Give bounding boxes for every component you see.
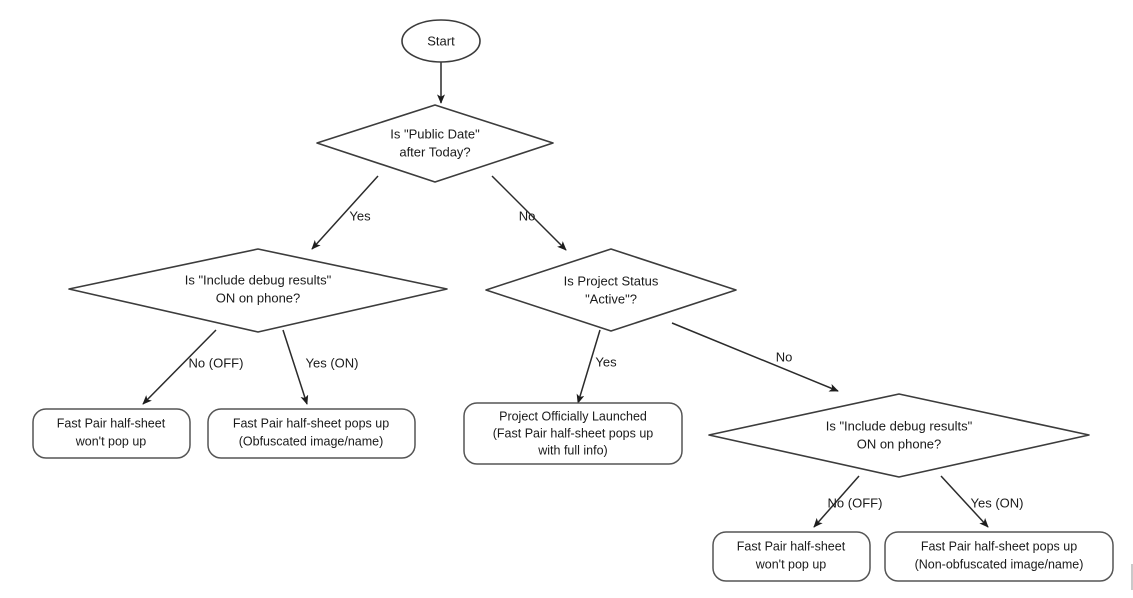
right-off-result-box: [712, 531, 871, 582]
edge-debug-right-on: [940, 475, 989, 528]
launched-result-line2: (Fast Pair half-sheet pops up: [493, 426, 654, 440]
left-on-result-line1: Fast Pair half-sheet pops up: [233, 416, 389, 430]
debug-left-diamond: [68, 248, 448, 333]
left-on-result-line2: (Obfuscated image/name): [239, 434, 384, 448]
debug-right-label-line2: ON on phone?: [857, 436, 942, 451]
node-left-on-result[interactable]: Fast Pair half-sheet pops up (Obfuscated…: [207, 408, 416, 459]
debug-right-label-line1: Is "Include debug results": [826, 418, 973, 433]
right-off-result-line2: won't pop up: [755, 557, 827, 571]
public-date-diamond: [316, 104, 554, 183]
edge-label-debug-right-off: No (OFF): [828, 495, 883, 510]
left-off-result-box: [32, 408, 191, 459]
edge-debug-left-off: [142, 329, 217, 405]
edge-project-status-no: [671, 322, 839, 392]
right-on-result-line2: (Non-obfuscated image/name): [915, 557, 1084, 571]
right-on-result-box: [884, 531, 1114, 582]
edge-labels-layer: Yes No No (OFF) Yes (ON) Yes No No (OFF)…: [189, 208, 1024, 510]
right-on-result-line1: Fast Pair half-sheet pops up: [921, 539, 1077, 553]
edge-label-debug-left-on: Yes (ON): [306, 355, 359, 370]
edge-label-project-status-no: No: [776, 349, 793, 364]
node-right-off-result[interactable]: Fast Pair half-sheet won't pop up: [712, 531, 871, 582]
node-public-date-decision[interactable]: Is "Public Date" after Today?: [316, 104, 554, 183]
launched-result-line1: Project Officially Launched: [499, 409, 647, 423]
debug-left-label-line1: Is "Include debug results": [185, 272, 332, 287]
node-left-off-result[interactable]: Fast Pair half-sheet won't pop up: [32, 408, 191, 459]
public-date-label-line1: Is "Public Date": [390, 126, 480, 141]
left-off-result-line1: Fast Pair half-sheet: [57, 416, 166, 430]
left-off-result-line2: won't pop up: [75, 434, 147, 448]
edge-label-public-date-no: No: [519, 208, 536, 223]
edge-project-status-yes: [576, 329, 601, 404]
launched-result-line3: with full info): [537, 443, 607, 457]
project-status-diamond: [485, 248, 737, 332]
project-status-label-line1: Is Project Status: [564, 273, 659, 288]
edge-label-debug-right-on: Yes (ON): [971, 495, 1024, 510]
edges-layer: [142, 61, 989, 528]
start-ellipse: [401, 19, 481, 63]
node-debug-left-decision[interactable]: Is "Include debug results" ON on phone?: [68, 248, 448, 333]
node-launched-result[interactable]: Project Officially Launched (Fast Pair h…: [463, 402, 683, 465]
edge-debug-left-on: [282, 329, 309, 405]
edge-debug-right-off: [813, 475, 860, 528]
edge-label-debug-left-off: No (OFF): [189, 355, 244, 370]
debug-right-diamond: [708, 393, 1090, 478]
edge-public-date-no: [491, 175, 567, 251]
start-label: Start: [427, 33, 455, 48]
launched-result-box: [463, 402, 683, 465]
project-status-label-line2: "Active"?: [585, 291, 637, 306]
debug-left-label-line2: ON on phone?: [216, 290, 301, 305]
right-off-result-line1: Fast Pair half-sheet: [737, 539, 846, 553]
edge-label-project-status-yes: Yes: [595, 354, 617, 369]
edge-public-date-yes: [311, 175, 379, 250]
node-project-status-decision[interactable]: Is Project Status "Active"?: [485, 248, 737, 332]
edge-label-public-date-yes: Yes: [349, 208, 371, 223]
node-debug-right-decision[interactable]: Is "Include debug results" ON on phone?: [708, 393, 1090, 478]
node-start[interactable]: Start: [401, 19, 481, 63]
left-on-result-box: [207, 408, 416, 459]
node-right-on-result[interactable]: Fast Pair half-sheet pops up (Non-obfusc…: [884, 531, 1114, 582]
public-date-label-line2: after Today?: [399, 144, 470, 159]
page-edge-mark: [1131, 564, 1133, 590]
